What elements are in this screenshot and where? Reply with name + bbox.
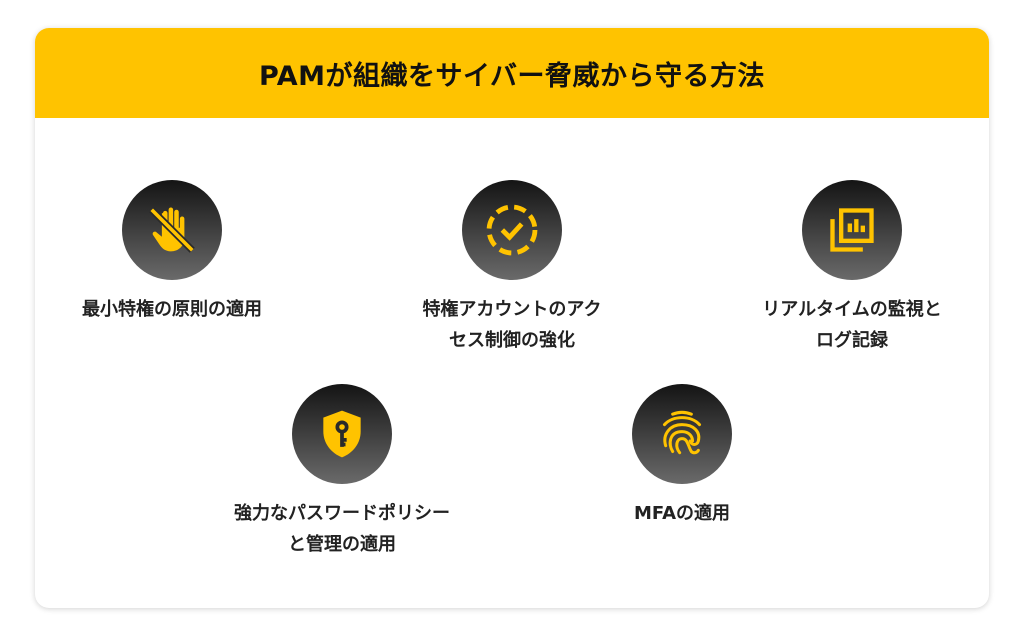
report-library-icon [830,208,874,252]
fingerprint-icon [662,410,702,455]
icon-circle [462,180,562,280]
dashed-circle-check-icon [486,204,538,256]
item-label: 特権アカウントのアクセス制御の強化 [422,299,602,351]
icon-circle [292,384,392,484]
item-label: MFAの適用 [633,503,731,524]
icon-circle [632,384,732,484]
item-password-policy: 強力なパスワードポリシーと管理の適用 [192,384,492,560]
shield-key-icon [323,410,361,458]
infographic-card: PAMが組織をサイバー脅威から守る方法 最小特権の原則の適用 特権アカウントのア… [35,28,989,608]
item-least-privilege: 最小特権の原則の適用 [35,180,322,325]
item-label: 強力なパスワードポリシーと管理の適用 [234,503,450,555]
header-banner: PAMが組織をサイバー脅威から守る方法 [35,28,989,118]
item-mfa: MFAの適用 [532,384,832,529]
item-access-control: 特権アカウントのアクセス制御の強化 [362,180,662,356]
item-label: 最小特権の原則の適用 [82,299,262,320]
item-label: リアルタイムの監視とログ記録 [762,299,942,351]
item-monitoring: リアルタイムの監視とログ記録 [702,180,989,356]
hand-off-icon [149,207,195,253]
page-title: PAMが組織をサイバー脅威から守る方法 [258,60,766,92]
icon-circle [122,180,222,280]
icon-circle [802,180,902,280]
